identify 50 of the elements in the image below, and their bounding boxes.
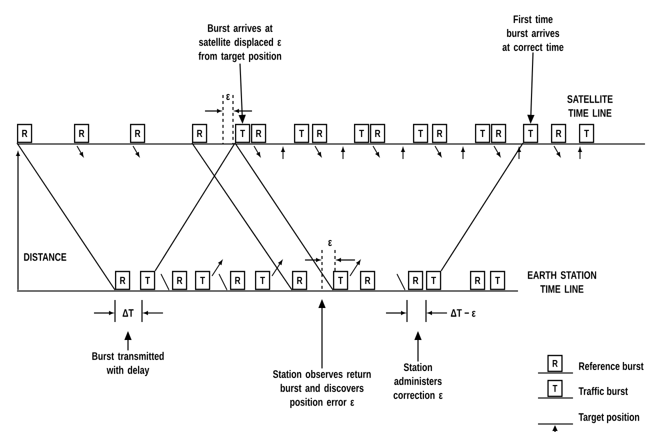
burst-box: T (579, 124, 594, 143)
burst-box: R (470, 270, 486, 290)
annotation-text: First time burst arrives at correct time (502, 15, 564, 51)
burst-box: R (292, 270, 308, 290)
legend-text: Traffic burst (578, 386, 628, 396)
burst-box: R (408, 270, 424, 290)
burst-box: R (17, 124, 32, 143)
legend-text: Reference burst (579, 362, 644, 370)
burst-box: T (523, 124, 538, 143)
burst-box: T (333, 270, 348, 290)
signal-path (16, 142, 116, 290)
timeline-label: EARTH STATION TIME LINE (528, 271, 596, 293)
axis-label: DISTANCE (24, 253, 66, 261)
burst-box: T (294, 124, 310, 143)
burst-box: R (130, 124, 146, 143)
burst-box: R (115, 270, 130, 290)
burst-box: R (551, 124, 566, 143)
burst-box: T (195, 270, 210, 290)
signal-path (234, 142, 334, 290)
annotation-text: Station administers correction ε (394, 363, 443, 399)
burst-box: R (192, 124, 208, 143)
burst-box: R (360, 270, 376, 290)
burst-box: R (172, 270, 188, 290)
annotation-text: Burst transmitted with delay (92, 352, 164, 376)
burst-box: R (230, 270, 246, 290)
burst-box: R (74, 124, 90, 143)
burst-box: T (475, 124, 490, 143)
burst-box: T (255, 270, 270, 290)
epsilon-label: ε (328, 240, 332, 246)
signal-path (192, 142, 292, 290)
burst-box: R (251, 124, 266, 143)
burst-box: T (140, 270, 156, 290)
epsilon-label: ε (226, 94, 230, 100)
burst-box: R (491, 124, 506, 143)
timeline-label: SATELLITE TIME LINE (567, 95, 613, 117)
burst-box: T (354, 124, 370, 143)
annotation-text: Burst arrives at satellite displaced ε from target position (198, 24, 282, 62)
dimension-label: ΔT − ε (450, 309, 476, 317)
burst-box: T (426, 270, 442, 290)
legend-text: Target position (578, 412, 640, 424)
annotation-text: Station observes return burst and discovers position error ε (273, 370, 371, 408)
burst-box: T (235, 124, 250, 143)
burst-box: T (490, 270, 506, 290)
burst-box: R (432, 124, 448, 143)
signal-path (440, 142, 524, 272)
signal-path (154, 142, 236, 272)
burst-box: R (312, 124, 328, 143)
burst-box: R (370, 124, 386, 143)
dimension-label: ΔT (122, 309, 134, 317)
burst-box: T (413, 124, 428, 143)
